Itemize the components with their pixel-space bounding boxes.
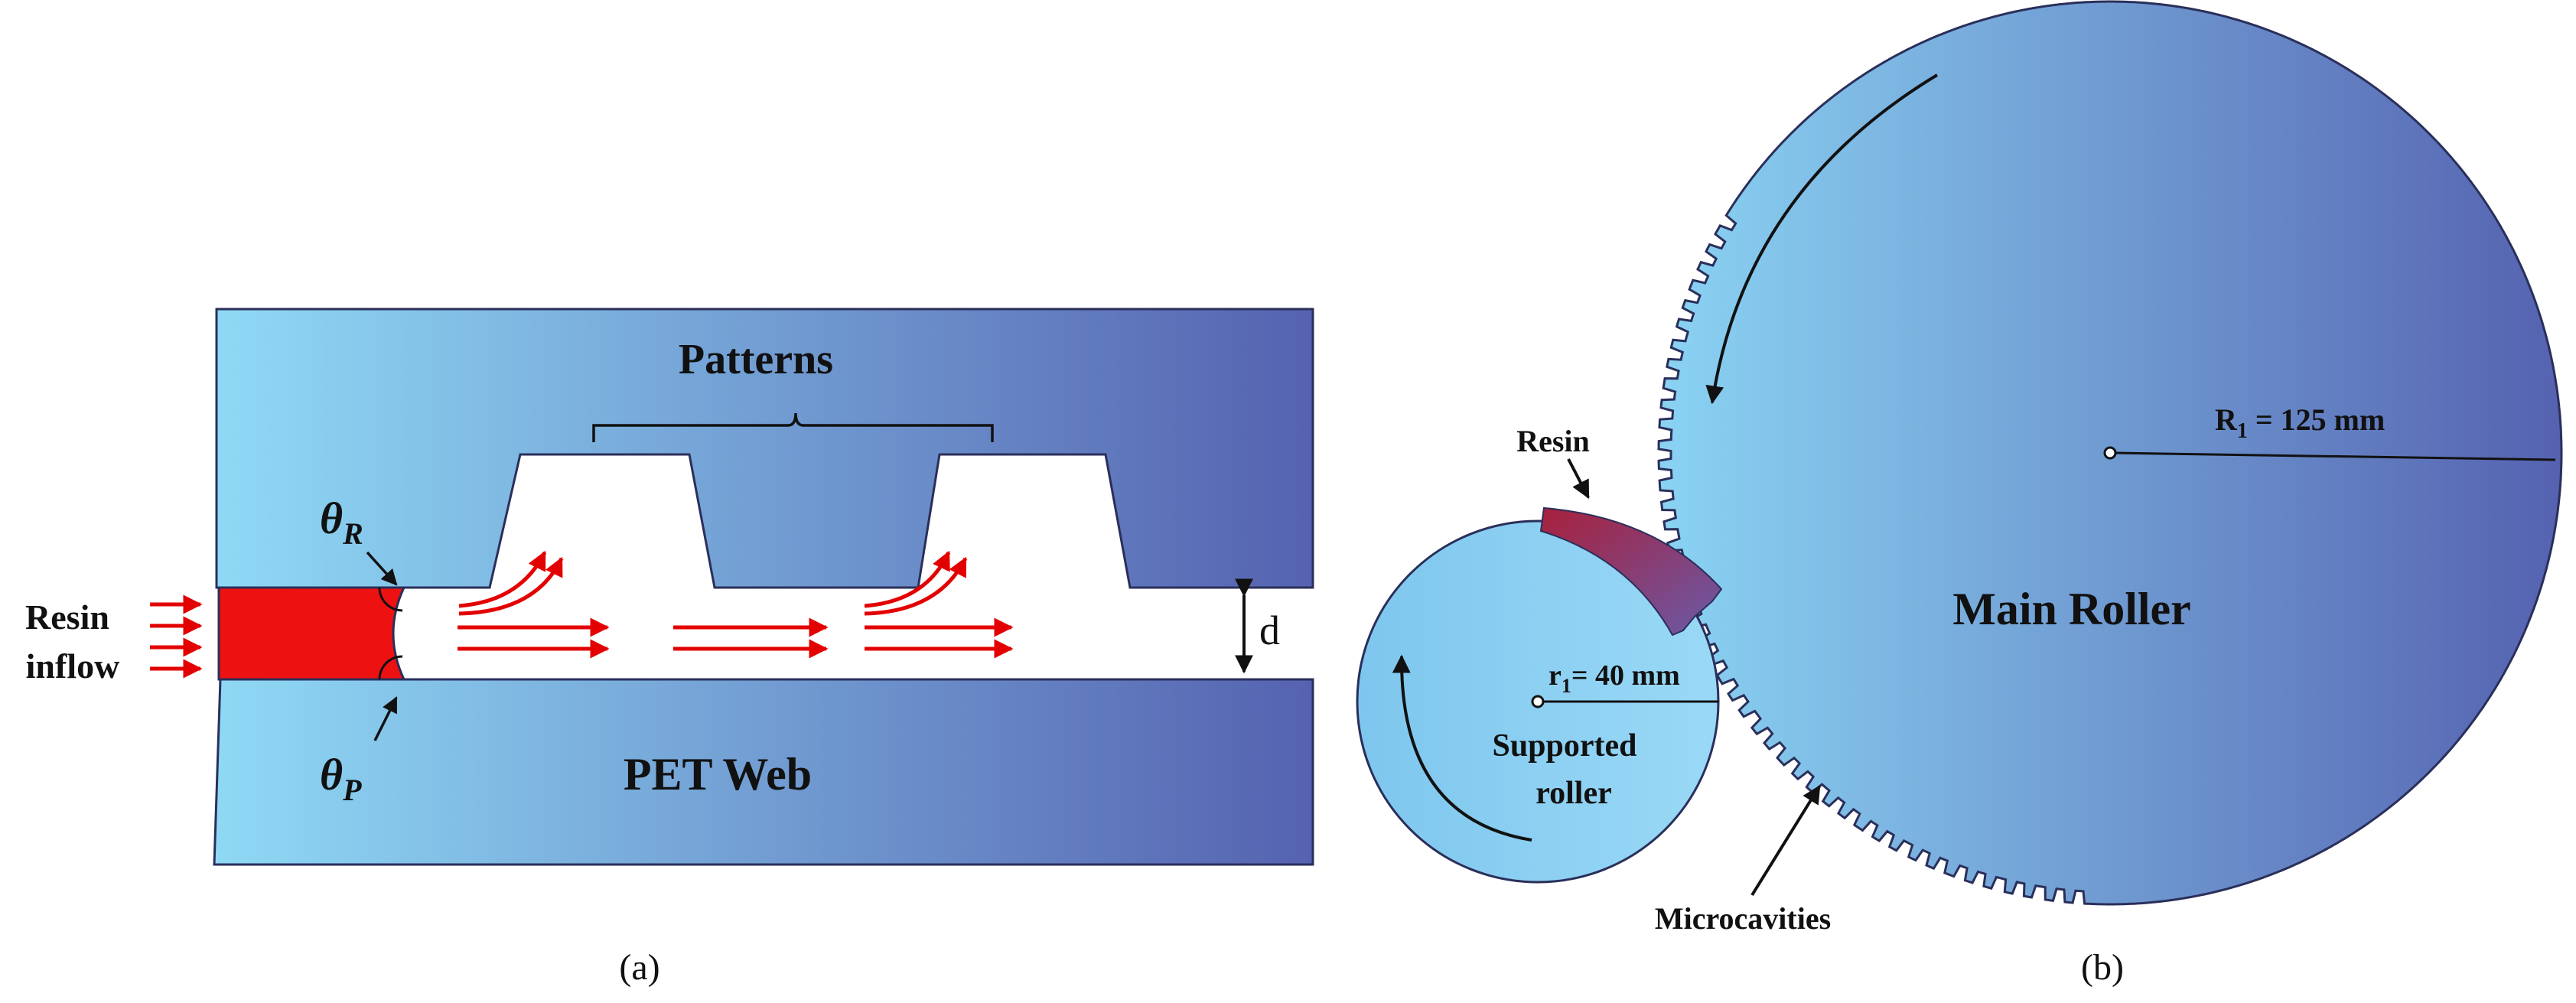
panel-a: Patterns θR θP Resin inflow (25, 308, 1314, 988)
theta-r-arrow (366, 551, 398, 586)
theta-r-label: θR (320, 493, 363, 551)
resin-inflow-label-2: inflow (26, 646, 120, 685)
supported-roller-label-2: roller (1536, 776, 1612, 811)
resin-layer (1539, 506, 1723, 637)
contact-angle-arc-p (378, 655, 403, 680)
resin-block (217, 586, 406, 681)
supported-rotation-arrow (1392, 654, 1532, 842)
supported-roller-label-1: Supported (1492, 728, 1636, 764)
main-roller-center (2103, 446, 2117, 460)
caption-a: (a) (619, 947, 659, 988)
small-roller-center (1531, 695, 1545, 708)
mold-upper (215, 308, 1314, 589)
resin-inflow-label-1: Resin (25, 598, 109, 637)
contact-angle-arc-r (378, 587, 403, 612)
flow-arrows (458, 550, 1014, 659)
pet-web-label: PET Web (624, 749, 812, 799)
inflow-arrows (150, 594, 203, 679)
patterns-brace (592, 412, 994, 442)
big-radius-label: R1 = 125 mm (2215, 402, 2385, 443)
theta-p-arrow (373, 696, 398, 741)
main-rotation-arrow (1705, 73, 1939, 405)
pet-web (213, 678, 1314, 866)
caption-b: (b) (2081, 947, 2124, 988)
panel-b: r1= 40 mm R1 = 125 mm Main Roller Suppor… (1356, 0, 2563, 988)
resin-label: Resin (1516, 424, 1590, 458)
main-roller-label: Main Roller (1952, 584, 2191, 634)
theta-p-label: θP (320, 750, 362, 807)
big-radius-line (2115, 451, 2556, 461)
gap-label: d (1259, 607, 1280, 653)
microcavities-arrow (1750, 784, 1821, 897)
small-radius-label: r1= 40 mm (1549, 659, 1680, 697)
resin-arrow (1567, 458, 1590, 500)
patterns-label: Patterns (679, 336, 833, 383)
microcavities-label: Microcavities (1655, 901, 1831, 936)
